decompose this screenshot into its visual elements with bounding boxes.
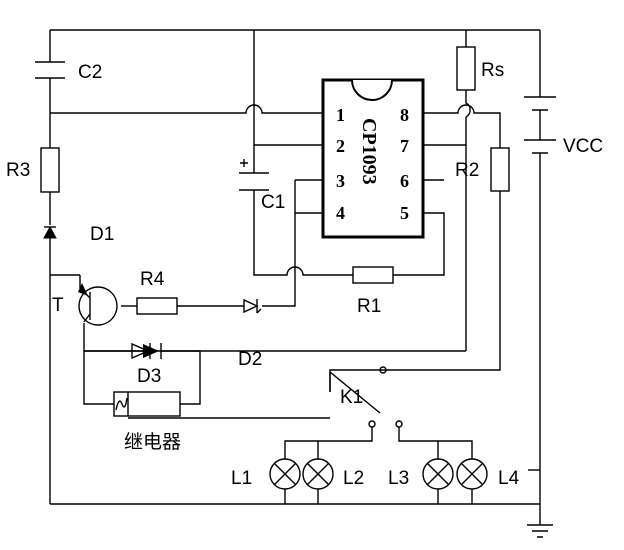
ground-symbol	[527, 524, 553, 538]
label-l3: L3	[388, 468, 409, 489]
label-t: T	[52, 295, 64, 316]
label-r3: R3	[6, 160, 30, 181]
ic-pin-3: 3	[336, 171, 345, 191]
component-labels: C2 R3 D1 T R4 D2 D3 继电器 C1 R1 Rs VCC R2 …	[6, 60, 603, 489]
label-c2: C2	[78, 62, 102, 83]
ic-pin-2: 2	[336, 136, 345, 156]
diode-d1	[43, 225, 57, 239]
label-d1: D1	[90, 224, 114, 245]
label-relay: 继电器	[124, 431, 181, 453]
label-r1: R1	[357, 296, 381, 317]
lamp-l3	[422, 458, 454, 490]
resistor-r2	[490, 147, 510, 192]
label-r2: R2	[455, 160, 479, 181]
label-k1: K1	[340, 387, 363, 408]
ic-pin-6: 6	[400, 171, 409, 191]
resistor-r3	[40, 147, 60, 193]
ic-pin-7: 7	[400, 136, 409, 156]
transistor-t	[78, 275, 118, 326]
label-vcc: VCC	[563, 136, 603, 157]
label-d3: D3	[137, 366, 161, 387]
lamp-l4	[456, 458, 488, 490]
label-d2: D2	[238, 349, 262, 370]
zener-diode	[243, 298, 262, 314]
resistor-rs	[456, 46, 476, 91]
label-l2: L2	[343, 468, 364, 489]
label-r4: R4	[140, 269, 165, 290]
diode-d3	[84, 342, 200, 360]
resistor-r1	[352, 266, 394, 284]
lamp-l1	[269, 458, 301, 490]
ic-pin-1: 1	[336, 105, 345, 125]
label-l4: L4	[498, 468, 520, 489]
ic-part-number: CP1093	[358, 118, 380, 185]
battery-vcc	[524, 96, 556, 154]
wires	[49, 29, 541, 525]
label-rs: Rs	[481, 60, 504, 81]
label-l1: L1	[231, 468, 252, 489]
capacitor-c1	[239, 159, 269, 191]
ic-pin-4: 4	[336, 203, 345, 223]
ic-pin-5: 5	[400, 203, 409, 223]
label-c1: C1	[261, 192, 285, 213]
ic-chip: CP1093 1 2 3 4 8 7 6 5	[321, 78, 425, 239]
capacitor-c2	[35, 61, 65, 79]
switch-k1	[368, 366, 403, 428]
resistor-r4	[136, 297, 178, 315]
relay-coil	[113, 391, 181, 417]
ic-pin-8: 8	[400, 105, 409, 125]
lamp-l2	[302, 458, 334, 490]
